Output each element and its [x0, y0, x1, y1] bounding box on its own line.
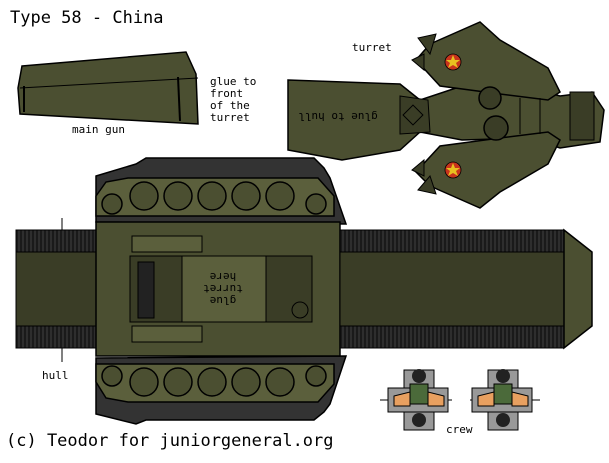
hull-label: hull [42, 369, 69, 382]
glue-front-label: glue to front of the turret [210, 75, 257, 124]
crew-figure-icon [380, 369, 452, 431]
turret-part [287, 21, 605, 209]
red-star-icon [444, 161, 462, 179]
main-gun-part [17, 51, 199, 125]
glue-turret-here-label: glue turret here [203, 270, 243, 307]
turret-label: turret [352, 41, 392, 54]
sheet-title: Type 58 - China [10, 8, 164, 28]
glue-to-hull-label: glue to hull [298, 110, 378, 123]
crew-figure-icon [470, 369, 540, 431]
red-star-icon [444, 53, 462, 71]
hull-part [15, 157, 593, 425]
main-gun-label: main gun [72, 123, 125, 136]
crew-label: crew [446, 423, 473, 436]
credit-text: (c) Teodor for juniorgeneral.org [6, 431, 334, 451]
